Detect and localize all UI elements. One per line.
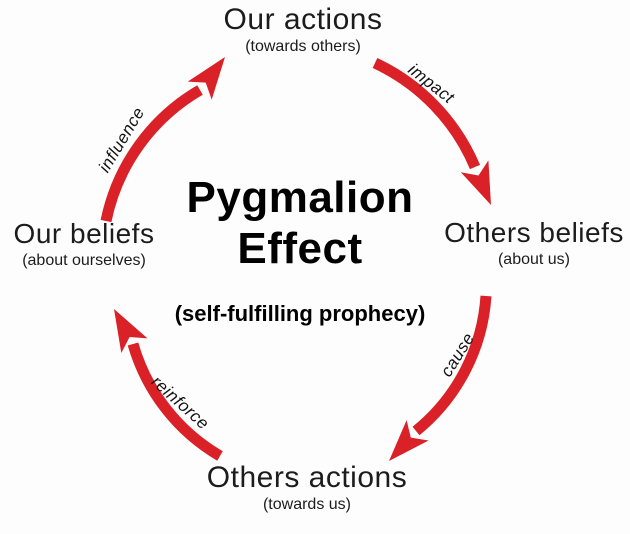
influence-arrowhead-icon xyxy=(187,57,225,100)
diagram-title-line2: Effect xyxy=(237,224,363,273)
our-beliefs-subtitle: (about ourselves) xyxy=(22,252,146,269)
our-beliefs-title: Our beliefs xyxy=(13,218,155,249)
node-others-actions: Others actions (towards us) xyxy=(207,463,407,515)
reinforce-arrow-curve xyxy=(127,342,223,461)
cause-arrowhead-icon xyxy=(389,420,429,461)
our-actions-subtitle: (towards others) xyxy=(245,38,361,55)
others-beliefs-title: Others beliefs xyxy=(444,217,624,248)
center-title-block: Pygmalion Effect (self-fulfilling prophe… xyxy=(175,172,426,327)
our-actions-title: Our actions xyxy=(223,3,383,36)
others-actions-subtitle: (towards us) xyxy=(262,496,352,513)
others-beliefs-subtitle: (about us) xyxy=(497,251,571,268)
influence-arrow-curve xyxy=(100,85,203,223)
diagram-title-line1: Pygmalion xyxy=(186,173,414,222)
cause-arrow-curve xyxy=(412,295,492,436)
impact-arrowhead-icon xyxy=(460,160,491,205)
node-others-beliefs: Others beliefs (about us) xyxy=(444,218,624,270)
reinforce-arrowhead-icon xyxy=(114,309,148,353)
node-our-actions: Our actions (towards others) xyxy=(224,5,383,57)
node-our-beliefs: Our beliefs (about ourselves) xyxy=(14,219,155,271)
impact-arrow-curve xyxy=(372,58,481,170)
diagram-subtitle: (self-fulfilling prophecy) xyxy=(174,301,426,326)
others-actions-title: Others actions xyxy=(206,461,408,494)
